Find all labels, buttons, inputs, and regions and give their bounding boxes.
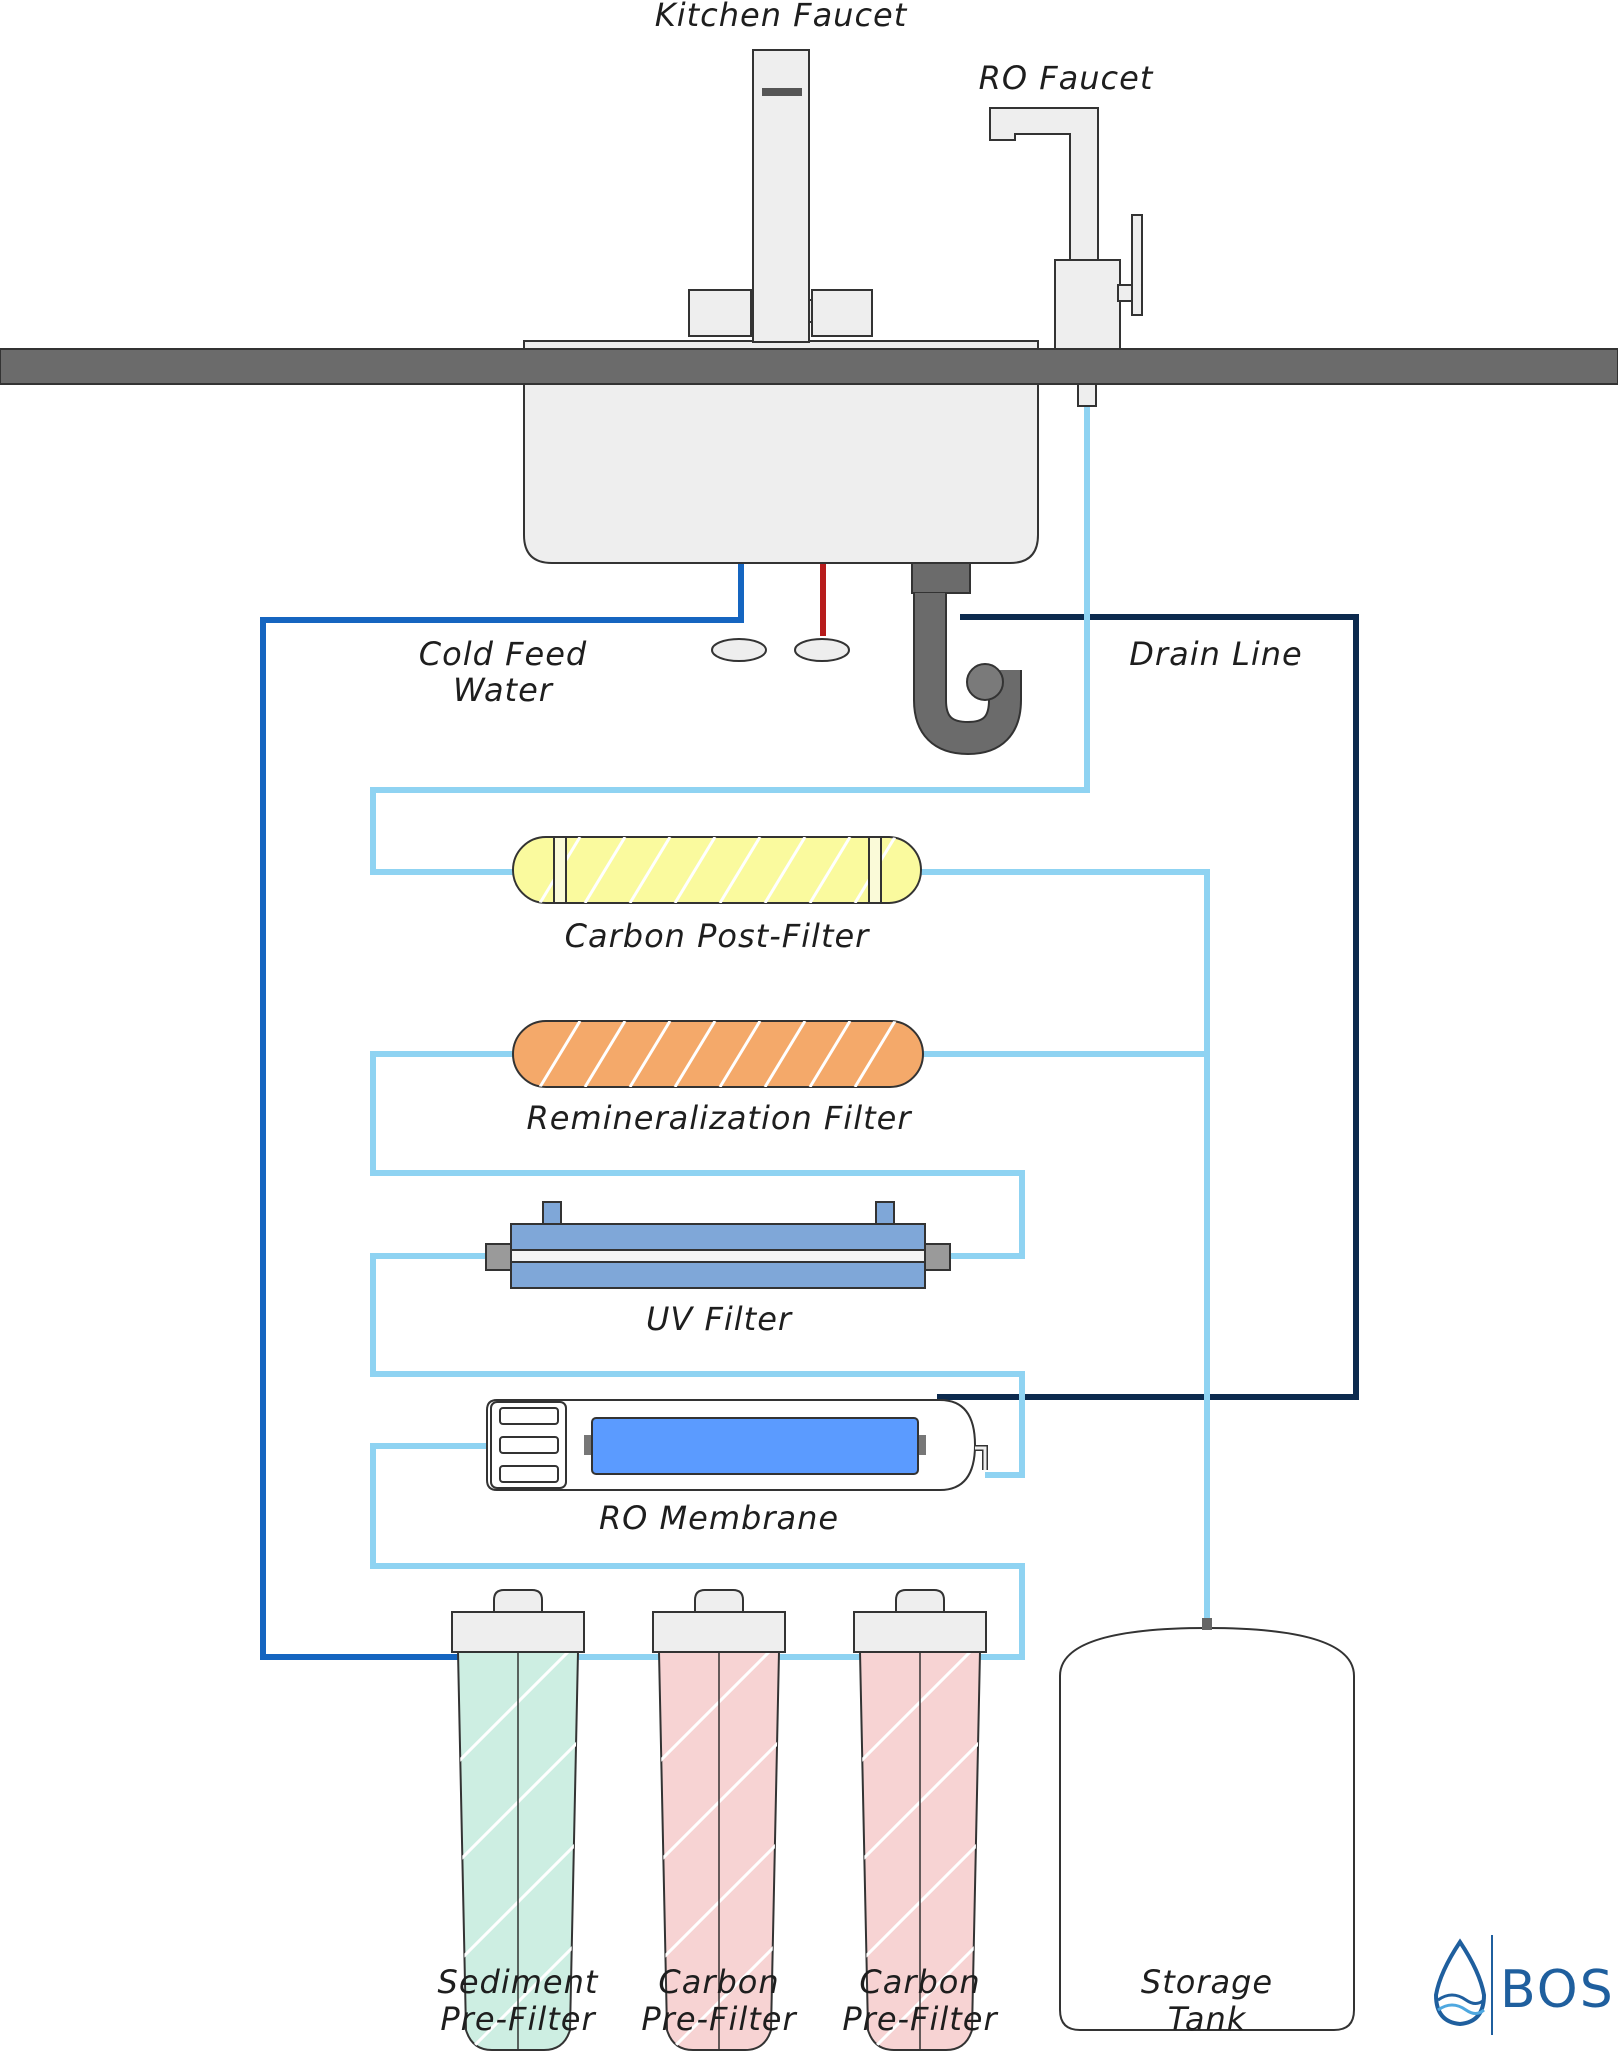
kitchen-faucet: [688, 49, 873, 343]
label-carbon-post-filter: Carbon Post-Filter: [565, 917, 871, 955]
logo-text: BOS: [1500, 1960, 1615, 2020]
bos-logo: BOS: [1433, 1935, 1615, 2035]
water-drop-icon: [1433, 1938, 1487, 2027]
p-trap: [911, 562, 1022, 756]
label-storage: Storage: [1141, 1963, 1273, 2001]
label-drain-line: Drain Line: [1129, 635, 1302, 673]
label-ro-faucet: RO Faucet: [979, 59, 1154, 97]
ro-faucet: [989, 107, 1143, 350]
label-kitchen-faucet: Kitchen Faucet: [655, 0, 908, 34]
ro-to-uv-pipe: [370, 1253, 1025, 1478]
uv-filter: [485, 1201, 951, 1289]
label-storage-tank: Tank: [1168, 2000, 1247, 2038]
carbon-pre-filter-2: [853, 1589, 987, 2051]
storage-tank: [1059, 1618, 1355, 2031]
label-remineralization-filter: Remineralization Filter: [527, 1099, 913, 1137]
hot-valve: [794, 638, 850, 662]
remineralization-filter: [512, 1020, 924, 1088]
label-carbon-a-prefilter: Pre-Filter: [641, 2000, 797, 2038]
cold-valve: [711, 638, 767, 662]
label-sediment-prefilter: Pre-Filter: [440, 2000, 596, 2038]
ro-membrane: [486, 1399, 988, 1491]
label-carbon-b: Carbon: [859, 1963, 980, 2001]
label-ro-membrane: RO Membrane: [599, 1499, 839, 1537]
sediment-pre-filter: [451, 1589, 585, 2051]
prefilter-to-ro-pipe: [370, 1443, 1025, 1660]
label-uv-filter: UV Filter: [646, 1300, 793, 1338]
tank-riser-pipe: [921, 869, 1210, 1622]
carbon-post-filter: [512, 836, 922, 904]
countertop: [0, 348, 1618, 385]
uv-to-remin-pipe: [370, 1051, 1025, 1259]
label-carbon-b-prefilter: Pre-Filter: [842, 2000, 998, 2038]
cold-feed-pipe: [260, 563, 744, 1660]
label-sediment: Sediment: [438, 1963, 599, 2001]
label-carbon-a: Carbon: [658, 1963, 779, 2001]
label-cold-feed-water: Water: [453, 671, 554, 709]
label-cold-feed: Cold Feed: [419, 635, 587, 673]
post-to-faucet-pipe: [370, 405, 1090, 875]
ro-faucet-fitting: [1077, 383, 1097, 407]
carbon-pre-filter-1: [652, 1589, 786, 2051]
